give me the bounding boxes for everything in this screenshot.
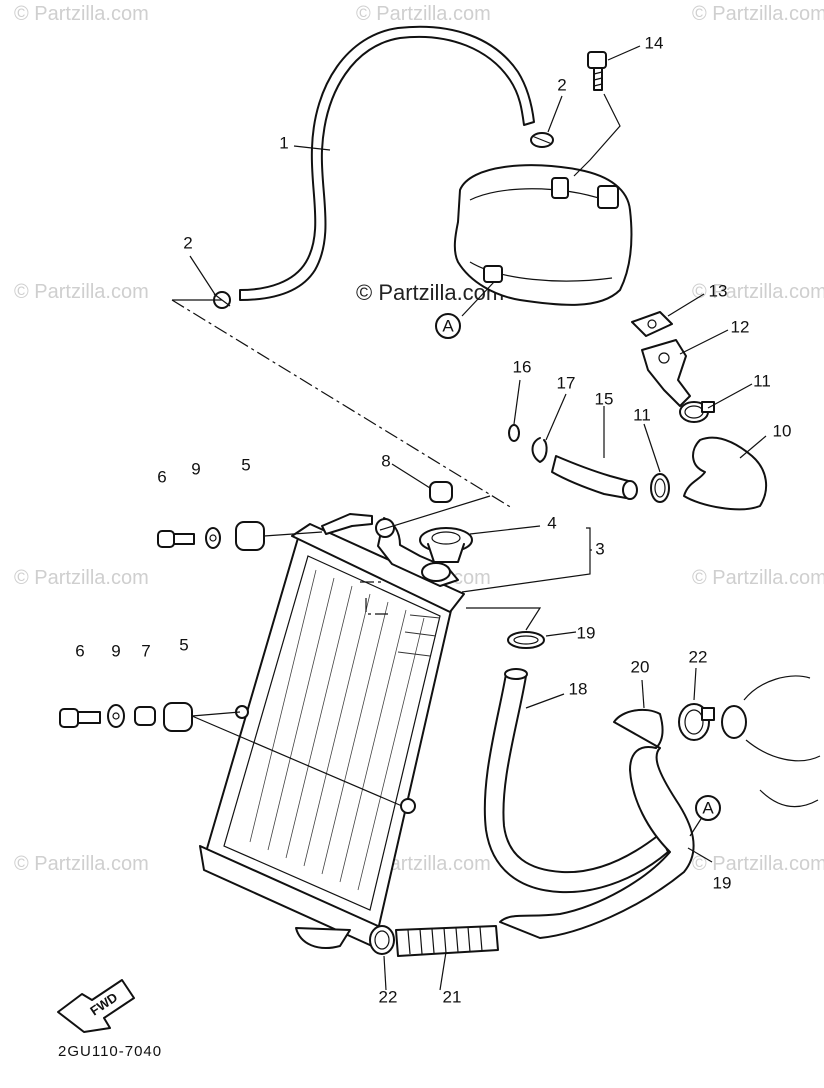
marker-a-upper: A: [435, 313, 461, 339]
circlip: [531, 437, 548, 463]
callout-18: 18: [569, 679, 588, 698]
callout-12: 12: [731, 317, 750, 336]
callout-8: 8: [381, 451, 390, 470]
hose-clamp-22-upper: [678, 703, 715, 741]
leader-lines: [171, 45, 767, 991]
callout-2-upper: 2: [557, 75, 566, 94]
watermark-text: © Partzilla.com: [692, 567, 824, 589]
callout-5-lower: 5: [179, 635, 188, 654]
o-ring: [508, 424, 520, 442]
callout-1: 1: [279, 133, 288, 152]
marker-a-lower: A: [695, 795, 721, 821]
gasket: [631, 311, 673, 337]
mount-bolt-lower: [59, 708, 101, 728]
callout-16: 16: [513, 357, 532, 376]
callout-17: 17: [557, 373, 576, 392]
hose-clamp-lower: [650, 473, 670, 503]
hose-clamp-22-lower: [369, 925, 395, 955]
callout-3: 3: [595, 539, 604, 558]
callout-13: 13: [709, 281, 728, 300]
outlet-elbow-hose: [499, 708, 695, 939]
callout-2-lower: 2: [183, 233, 192, 252]
damper-lower: [163, 702, 193, 732]
callout-6-upper: 6: [157, 467, 166, 486]
hose-clip-upper: [530, 132, 554, 148]
coolant-pipe: [551, 455, 638, 500]
callout-labels: 1 2 2 3 4 5 5 6 6 7 8 9 9 10 11 11 12 13…: [75, 33, 791, 1006]
callout-15: 15: [595, 389, 614, 408]
bolt: [587, 51, 607, 91]
marker-a-label: A: [702, 798, 714, 817]
watermark-text: © Partzilla.com: [356, 3, 491, 25]
damper-upper: [235, 521, 265, 551]
overflow-hose: [239, 25, 535, 301]
callout-4: 4: [547, 513, 556, 532]
washer-upper: [205, 527, 221, 549]
callout-5-upper: 5: [241, 455, 250, 474]
callout-10: 10: [773, 421, 792, 440]
callout-11-left: 11: [633, 405, 651, 424]
marker-a-label: A: [442, 316, 454, 335]
diagram-code: 2GU110-7040: [58, 1043, 162, 1060]
radiator: [199, 513, 465, 949]
watermark-text: © Partzilla.com: [692, 853, 824, 875]
engine-outlet: [721, 675, 821, 808]
callout-19-upper: 19: [577, 623, 596, 642]
callout-22-right: 22: [689, 647, 708, 666]
watermark-text: © Partzilla.com: [692, 3, 824, 25]
collar: [134, 706, 156, 726]
callout-21: 21: [443, 987, 462, 1006]
callout-20: 20: [631, 657, 650, 676]
corrugated-hose: [395, 925, 499, 957]
hose-clamp-upper: [679, 401, 715, 423]
washer-lower: [107, 704, 125, 728]
outlet-fitting: [641, 339, 691, 407]
mount-bolt-upper: [157, 530, 195, 548]
watermark-text: © Partzilla.com: [14, 3, 149, 25]
callout-9-lower: 9: [111, 641, 120, 660]
callout-7: 7: [141, 641, 150, 660]
callout-6-lower: 6: [75, 641, 84, 660]
watermark-text: © Partzilla.com: [14, 853, 149, 875]
fwd-arrow: FWD: [57, 979, 135, 1033]
grommet: [429, 481, 453, 503]
watermark-text: © Partzilla.com: [14, 281, 149, 303]
watermark-text: © Partzilla.com: [692, 281, 824, 303]
callout-19-lower: 19: [713, 873, 732, 892]
callout-14: 14: [645, 33, 664, 52]
radiator-cap: [419, 527, 473, 563]
callout-22-lower: 22: [379, 987, 398, 1006]
reservoir-tank: [453, 164, 633, 306]
elbow-hose: [683, 436, 768, 511]
watermark-text: © Partzilla.com: [14, 567, 149, 589]
hose-clamp-19-upper: [507, 631, 545, 649]
callout-11-right: 11: [753, 371, 771, 390]
callout-9-upper: 9: [191, 459, 200, 478]
